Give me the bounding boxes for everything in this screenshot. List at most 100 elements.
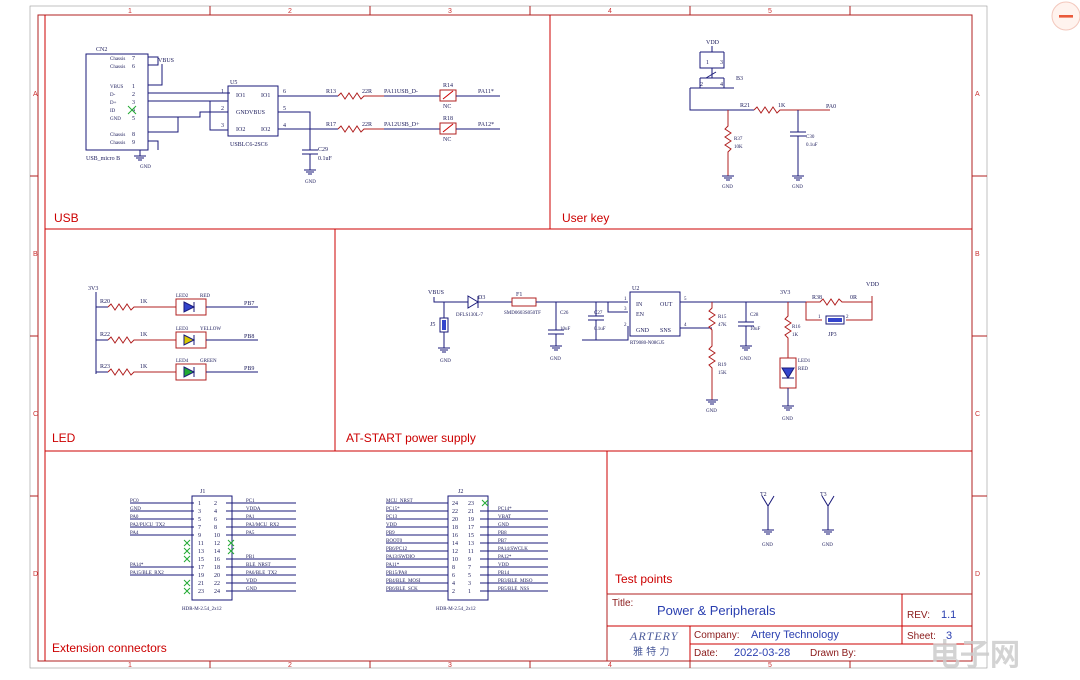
pin-number: 16 bbox=[214, 557, 220, 563]
u5-pin: IO1 bbox=[236, 93, 245, 99]
net-label: BOOT0 bbox=[386, 539, 403, 544]
section-title-extension: Extension connectors bbox=[52, 641, 167, 655]
frame-rows: A B C D A B C D bbox=[30, 91, 987, 578]
pin-number: 24 bbox=[214, 589, 220, 595]
rev-value: 1.1 bbox=[941, 609, 956, 621]
pin-number: 10 bbox=[452, 557, 458, 563]
title-block: Title: Power & Peripherals REV: 1.1 Comp… bbox=[606, 593, 973, 662]
pin-number: 15 bbox=[198, 557, 204, 563]
pin-number: 9 bbox=[198, 533, 201, 539]
resistor bbox=[107, 368, 176, 376]
u5-pin-number: 3 bbox=[221, 123, 224, 129]
r38-ref: R38 bbox=[812, 295, 822, 301]
pin-number: 22 bbox=[214, 581, 220, 587]
net-label: BLE_NRST bbox=[246, 563, 271, 568]
u2-pin: IN bbox=[636, 302, 643, 308]
j1-ref: J1 bbox=[200, 489, 205, 495]
row-label: D bbox=[975, 571, 980, 578]
net-label: PA12* bbox=[498, 555, 512, 560]
r21-ref: R21 bbox=[740, 103, 750, 109]
j2-ref: J2 bbox=[458, 489, 463, 495]
pin-number: 8 bbox=[132, 132, 135, 138]
title-label: Title: bbox=[612, 598, 633, 609]
power-supply-circuit: VBUS J5 GND D3 DFLS130L-7 F1 SMD0603S050… bbox=[428, 282, 880, 422]
f1-ref: F1 bbox=[516, 292, 522, 298]
section-title-led: LED bbox=[52, 431, 76, 445]
pin-number: 3 bbox=[132, 100, 135, 106]
svg-text:雅 特 力: 雅 特 力 bbox=[633, 645, 669, 658]
r15-value: 47K bbox=[718, 323, 727, 328]
u5-pin: IO1 bbox=[261, 93, 270, 99]
col-label: 5 bbox=[768, 8, 772, 15]
resistor-ref: R20 bbox=[100, 299, 110, 305]
pin-number: 10 bbox=[214, 533, 220, 539]
resistor bbox=[107, 303, 176, 311]
u2-pin-number: 4 bbox=[684, 323, 687, 328]
pin-name: Chassis bbox=[110, 141, 125, 146]
col-label: 3 bbox=[448, 8, 452, 15]
pin-number: 13 bbox=[468, 541, 474, 547]
net-label: PB6/PC12 bbox=[386, 547, 408, 552]
pin-number: 7 bbox=[468, 565, 471, 571]
pin-number: 20 bbox=[214, 573, 220, 579]
resistor-ref: R22 bbox=[100, 332, 110, 338]
pin-name: D+ bbox=[110, 101, 117, 106]
pin-number: 22 bbox=[452, 509, 458, 515]
gnd-label: GND bbox=[305, 180, 316, 185]
company-value: Artery Technology bbox=[751, 629, 839, 641]
u2-part: RT9080-N08GJ5 bbox=[630, 341, 665, 346]
resistor-ref: R23 bbox=[100, 364, 110, 370]
u5-pin-number: 5 bbox=[283, 106, 286, 112]
net-label: PB1 bbox=[246, 555, 255, 560]
net-label: PB15/PA8 bbox=[386, 571, 407, 576]
led-ref: LED3 bbox=[176, 327, 189, 332]
net-label: PA4 bbox=[130, 531, 139, 536]
net-label: PA12* bbox=[478, 122, 494, 128]
net-label: PB5/BLE_NSS bbox=[498, 587, 529, 592]
pin-number: 23 bbox=[468, 501, 474, 507]
no-connect-icon bbox=[183, 587, 191, 595]
close-icon[interactable] bbox=[1051, 1, 1080, 31]
pin-number: 6 bbox=[214, 517, 217, 523]
pin-number: 20 bbox=[452, 517, 458, 523]
vbus-net: VBUS bbox=[158, 58, 174, 64]
test-points: T2 GND T3 GND bbox=[760, 492, 835, 548]
net-label: PB8 bbox=[244, 334, 254, 340]
net-label: PA0 bbox=[826, 104, 836, 110]
pin-number: 3 bbox=[468, 581, 471, 587]
c28-ref: C28 bbox=[750, 313, 759, 318]
col-label: 2 bbox=[288, 8, 292, 15]
net-label: PC14* bbox=[498, 507, 512, 512]
usb-esd-u5: U5 IO1 IO1 GNDVBUS IO2 IO2 1 2 3 6 5 4 U… bbox=[162, 80, 500, 185]
u5-pin-number: 4 bbox=[283, 123, 286, 129]
pin-number: 23 bbox=[198, 589, 204, 595]
net-label: PA13/SWDIO bbox=[386, 555, 415, 560]
pin-number: 4 bbox=[452, 581, 455, 587]
pin-name: Chassis bbox=[110, 133, 125, 138]
resistor-value: 1K bbox=[140, 299, 148, 305]
r18-value: NC bbox=[443, 137, 451, 143]
sheet-title: Power & Peripherals bbox=[657, 603, 776, 618]
pin-name: GND bbox=[110, 117, 121, 122]
led1-color: RED bbox=[798, 367, 808, 372]
net-label: VDD bbox=[246, 579, 257, 584]
u2-pin: GND bbox=[636, 328, 650, 334]
pin-number: 4 bbox=[214, 509, 217, 515]
no-connect-icon bbox=[183, 547, 191, 555]
no-connect-icon bbox=[183, 539, 191, 547]
j1-part: HDR-M-2.54_2x12 bbox=[182, 607, 222, 612]
c26-ref: C26 bbox=[560, 311, 569, 316]
no-connect-icon bbox=[227, 539, 235, 547]
net-label: PA15/BLE_RX2 bbox=[130, 571, 164, 576]
pin-number: 9 bbox=[468, 557, 471, 563]
u2-ref: U2 bbox=[632, 286, 639, 292]
j2-part: HDR-M-2.54_2x12 bbox=[436, 607, 476, 612]
r17-value: 22R bbox=[362, 122, 372, 128]
cn2-ref: CN2 bbox=[96, 47, 107, 53]
gnd-label: GND bbox=[722, 185, 733, 190]
u2-pin-number: 3 bbox=[624, 307, 627, 312]
pin-name: Chassis bbox=[110, 57, 125, 62]
net-label: PA11* bbox=[478, 89, 494, 95]
